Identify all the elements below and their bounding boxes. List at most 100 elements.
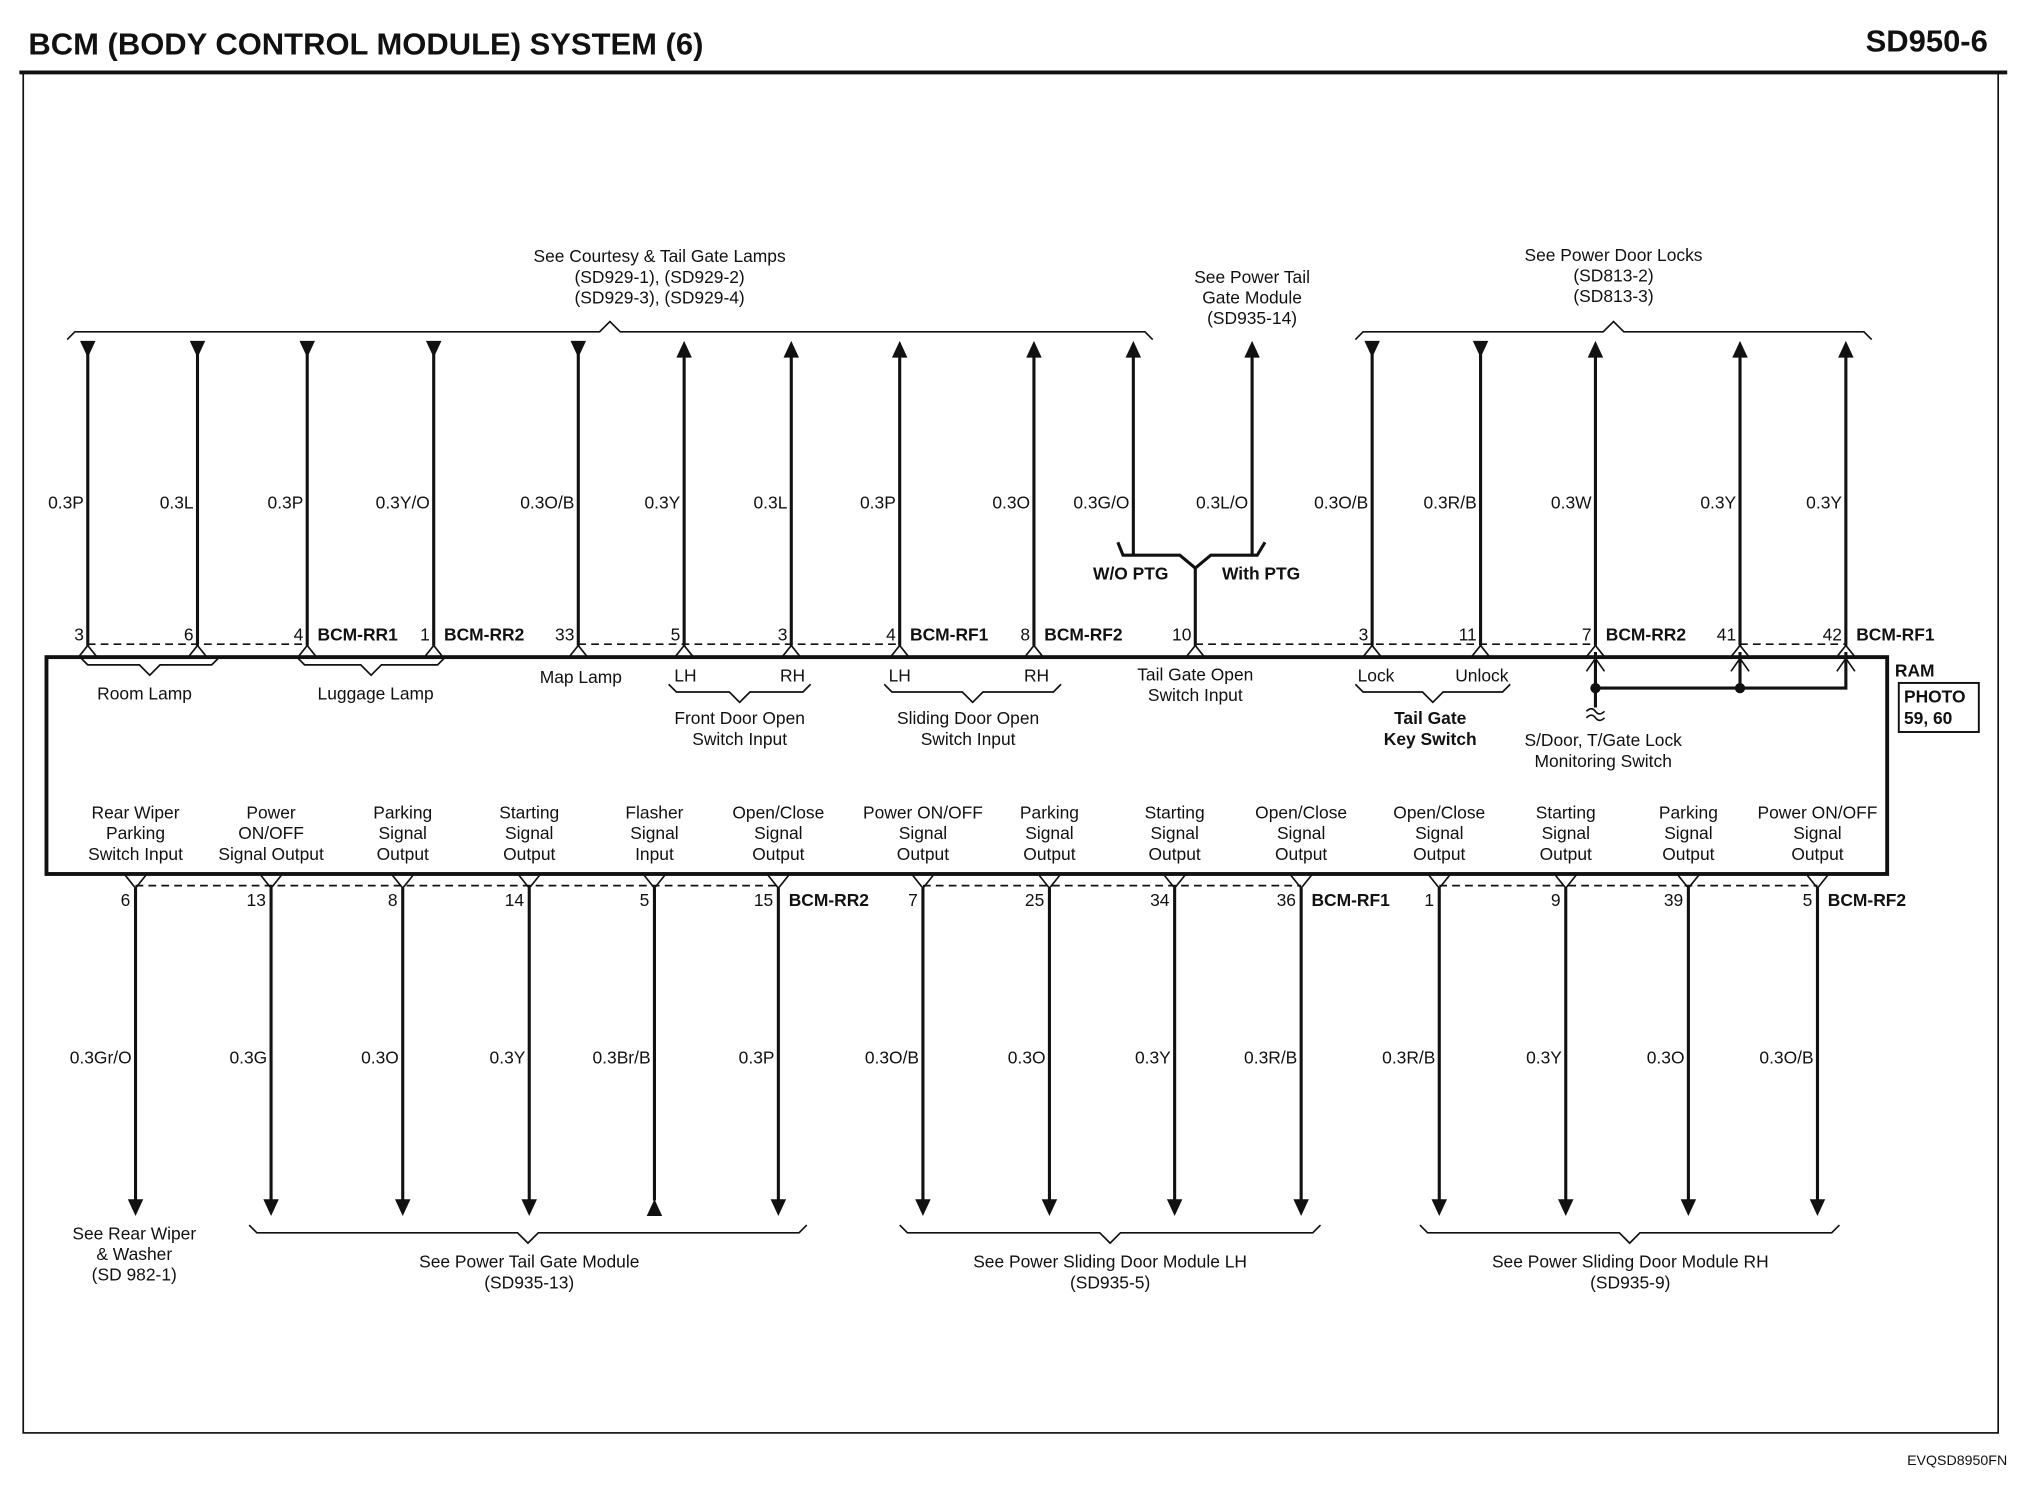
room-lamp-brace bbox=[79, 656, 221, 677]
arrow-down-icon bbox=[1364, 340, 1380, 358]
arrow-down-icon bbox=[80, 340, 96, 358]
top-ref-power-door-locks: See Power Door Locks bbox=[1525, 245, 1703, 265]
lock-label: Lock bbox=[1358, 666, 1395, 686]
inner-arrow-icon bbox=[1836, 656, 1856, 672]
connector-id: BCM-RR1 bbox=[318, 624, 399, 644]
wire-color-label: 0.3Y bbox=[1135, 1048, 1171, 1068]
arrow-down-icon bbox=[1293, 1199, 1309, 1217]
pin-terminal-icon bbox=[567, 644, 590, 659]
wire-color-label: 0.3R/B bbox=[1382, 1048, 1435, 1068]
top-ref-bracket bbox=[1354, 320, 1873, 341]
arrow-down-icon bbox=[770, 1199, 787, 1217]
pin-number: 5 bbox=[671, 624, 681, 644]
pin-terminal-icon bbox=[1290, 874, 1313, 890]
connector-id: BCM-RR2 bbox=[444, 624, 524, 644]
frame bbox=[22, 71, 2000, 1434]
pin-terminal-icon bbox=[1361, 644, 1384, 659]
wire-color-label: 0.3O/B bbox=[865, 1048, 919, 1068]
arrow-down-icon bbox=[189, 340, 206, 358]
pin-number: 33 bbox=[555, 624, 574, 644]
sliding-door-brace bbox=[883, 683, 1062, 704]
pin-function-label: Signal bbox=[1277, 823, 1325, 843]
bottom-ref-bracket bbox=[1419, 1224, 1841, 1245]
arrow-down-icon bbox=[127, 1199, 144, 1217]
pin-function-label: Open/Close bbox=[1393, 802, 1485, 822]
pin-number: 3 bbox=[778, 624, 788, 644]
arrow-down-icon bbox=[1680, 1199, 1697, 1217]
pin-number: 34 bbox=[1150, 890, 1170, 910]
photo-ref-box bbox=[1897, 681, 1980, 733]
pin-terminal-icon bbox=[1806, 874, 1829, 890]
wire-color-label: 0.3O bbox=[1647, 1048, 1685, 1068]
arrow-down-icon bbox=[263, 1199, 279, 1217]
pin-terminal-icon bbox=[643, 874, 666, 890]
page-title: BCM (BODY CONTROL MODULE) SYSTEM (6) bbox=[28, 26, 703, 61]
connector-id: BCM-RF1 bbox=[1856, 624, 1935, 644]
pin-function-label: Output bbox=[1149, 844, 1201, 864]
tail-gate-key-label: Tail Gate bbox=[1394, 708, 1467, 728]
pin-function-label: Power ON/OFF bbox=[1758, 802, 1878, 822]
wire-color-label: 0.3L bbox=[160, 493, 194, 513]
top-ref-power-tail-gate: (SD935-14) bbox=[1207, 308, 1297, 328]
pin-number: 5 bbox=[1803, 890, 1813, 910]
pin-terminal-icon bbox=[391, 874, 414, 890]
bottom-ref-bracket bbox=[899, 1224, 1322, 1245]
luggage-lamp-label: Luggage Lamp bbox=[318, 684, 434, 704]
top-ref-courtesy-lamps: See Courtesy & Tail Gate Lamps bbox=[534, 246, 786, 266]
tail-gate-key-label: Key Switch bbox=[1384, 729, 1477, 749]
pin-terminal-icon bbox=[422, 644, 445, 659]
pin-function-label: Power ON/OFF bbox=[863, 802, 983, 822]
pin-function-label: Power bbox=[246, 802, 296, 822]
inner-arrow-icon bbox=[1585, 656, 1606, 672]
wire-color-label: 0.3O/B bbox=[1314, 493, 1368, 513]
arrow-down-icon bbox=[1431, 1199, 1448, 1217]
connector-id: BCM-RF2 bbox=[1044, 624, 1122, 644]
pin-number: 3 bbox=[74, 624, 84, 644]
pin-function-label: Signal bbox=[1664, 823, 1712, 843]
pin-terminal-icon bbox=[1584, 644, 1607, 659]
pin-function-label: Signal bbox=[754, 823, 802, 843]
pin-function-label: Signal bbox=[1150, 823, 1198, 843]
arrow-up-icon bbox=[891, 340, 908, 358]
bottom-ref-rear-wiper: (SD 982-1) bbox=[92, 1265, 177, 1285]
map-lamp-label: Map Lamp bbox=[540, 667, 622, 687]
wire-color-label: 0.3O bbox=[361, 1048, 399, 1068]
wire-color-label: 0.3Y bbox=[644, 493, 680, 513]
wire-color-label: 0.3O/B bbox=[1759, 1048, 1813, 1068]
wire-color-label: 0.3O/B bbox=[520, 493, 574, 513]
ground-switch-icon bbox=[1585, 707, 1606, 722]
pin-function-label: Output bbox=[1023, 844, 1075, 864]
pin-terminal-icon bbox=[296, 644, 319, 659]
pin-function-label: Signal bbox=[379, 823, 427, 843]
arrow-down-icon bbox=[1041, 1199, 1058, 1217]
junction-dot bbox=[1590, 682, 1601, 694]
pin-function-label: Output bbox=[1540, 844, 1592, 864]
monitoring-circuit bbox=[1593, 651, 1848, 708]
pin-number: 6 bbox=[121, 890, 131, 910]
front-door-brace bbox=[668, 683, 812, 704]
arrow-down-icon bbox=[1166, 1199, 1183, 1217]
wire-color-label: 0.3O bbox=[992, 493, 1030, 513]
pin-terminal-icon bbox=[1428, 874, 1451, 890]
pin-function-label: Flasher bbox=[625, 802, 683, 822]
pin-terminal-icon bbox=[124, 874, 147, 890]
pin-function-label: Input bbox=[635, 844, 674, 864]
sliding-door-label: Sliding Door Open bbox=[897, 708, 1039, 728]
pin-number: 4 bbox=[886, 624, 896, 644]
arrow-down-icon bbox=[915, 1199, 931, 1217]
pin-terminal-icon bbox=[1184, 644, 1207, 659]
junction-dot bbox=[1734, 682, 1746, 694]
top-ref-power-door-locks: (SD813-3) bbox=[1573, 286, 1653, 306]
arrow-down-icon bbox=[299, 340, 315, 358]
arrow-down-icon bbox=[1558, 1199, 1574, 1217]
arrow-up-icon bbox=[1838, 340, 1854, 358]
pin-function-label: Signal bbox=[1793, 823, 1841, 843]
pin-function-label: Signal bbox=[505, 823, 553, 843]
wire-color-label: 0.3P bbox=[739, 1048, 775, 1068]
option-without-ptg: W/O PTG bbox=[1093, 564, 1168, 584]
arrow-up-icon bbox=[646, 1199, 663, 1217]
pin-number: 8 bbox=[388, 890, 398, 910]
wire-color-label: 0.3P bbox=[268, 493, 304, 513]
front-lh-label: LH bbox=[674, 666, 696, 686]
